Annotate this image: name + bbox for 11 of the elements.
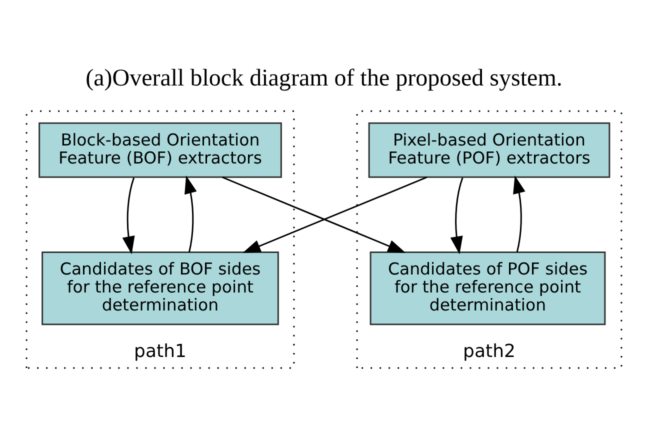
arrow [184,176,197,252]
arrow [450,177,464,254]
node-box: Pixel-based Orientation Feature (POF) extractors [368,122,610,178]
node-box: Candidates of POF sides for the reference point determination [370,252,606,326]
arrow [222,176,406,254]
arrow [122,177,135,254]
diagram-title: (a)Overall block diagram of the proposed system. [86,65,562,92]
arrow [513,176,526,252]
node-box: Candidates of BOF sides for the reference point determination [42,252,279,326]
arrow [242,176,428,254]
node-box: Block-based Orientation Feature (BOF) extractors [38,122,282,178]
